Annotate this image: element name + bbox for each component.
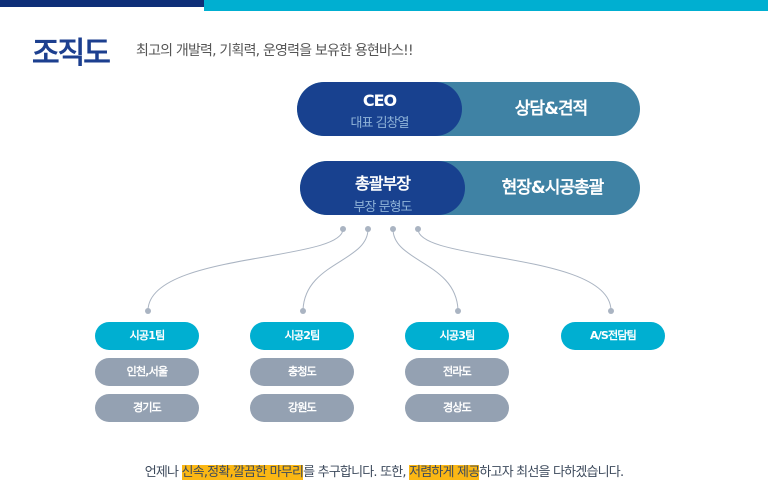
manager-role: 총괄부장 <box>355 174 411 193</box>
page-subtitle: 최고의 개발력, 기획력, 운영력을 보유한 용현바스!! <box>136 43 414 59</box>
team-3: 시공3팀 <box>405 322 509 350</box>
page-title: 조직도 <box>32 36 111 71</box>
team-2-region: 충청도 <box>250 358 354 386</box>
team-2: 시공2팀 <box>250 322 354 350</box>
ceo-box: CEO 대표 김창열 상담&견적 <box>297 82 640 136</box>
team-1-region: 인천,서울 <box>95 358 199 386</box>
footer-highlight: 저렴하게 제공 <box>409 465 480 480</box>
footer-highlight: 신속,정확,깔끔한 마무리 <box>181 465 304 480</box>
ceo-role: CEO <box>362 91 397 110</box>
manager-duty: 현장&시공총괄 <box>501 178 605 198</box>
team-as: A/S전담팀 <box>561 322 665 350</box>
team-3-region: 전라도 <box>405 358 509 386</box>
footer-text: 언제나 <box>144 465 182 480</box>
top-bar-navy <box>0 0 204 7</box>
top-bar-cyan <box>204 0 768 11</box>
footer-text: 를 추구합니다. 또한, <box>303 465 410 480</box>
manager-name: 부장 문형도 <box>353 200 413 215</box>
footer-message: 언제나 신속,정확,깔끔한 마무리를 추구합니다. 또한, 저렴하게 제공하고자… <box>0 461 768 480</box>
team-1-region: 경기도 <box>95 394 199 422</box>
team-1: 시공1팀 <box>95 322 199 350</box>
team-3-region: 경상도 <box>405 394 509 422</box>
ceo-duty: 상담&견적 <box>514 99 588 119</box>
team-2-region: 강원도 <box>250 394 354 422</box>
ceo-name: 대표 김창열 <box>350 116 410 131</box>
footer-text: 하고자 최선을 다하겠습니다. <box>479 465 624 480</box>
